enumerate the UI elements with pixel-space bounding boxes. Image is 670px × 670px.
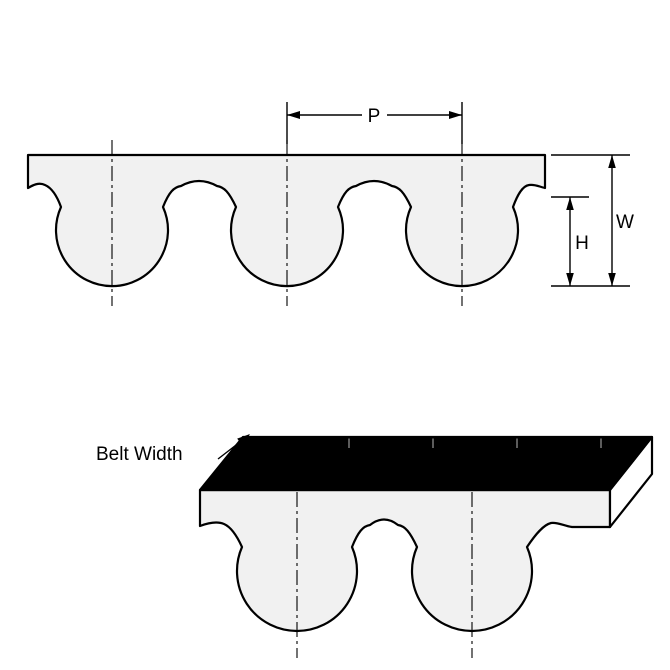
dimension-height: H	[551, 196, 592, 286]
dimension-width: W	[551, 154, 635, 287]
label-backing	[362, 100, 387, 126]
height-label: H	[575, 233, 589, 254]
dimension-pitch: P	[286, 100, 463, 144]
arrowhead-up	[608, 155, 616, 168]
label-backing	[614, 212, 635, 232]
width-label: W	[616, 212, 634, 233]
belt-3d-top-surface	[198, 435, 654, 492]
belt-width-label: Belt Width	[96, 444, 183, 465]
belt-3d-front-face	[198, 488, 612, 632]
arrowhead-down	[566, 273, 574, 286]
arrowhead-left	[287, 111, 300, 119]
belt-width-callout: Belt Width	[96, 434, 250, 465]
arrowhead-up	[566, 197, 574, 210]
arrowhead-down	[608, 273, 616, 286]
pitch-label: P	[368, 106, 381, 127]
label-backing	[574, 232, 592, 252]
belt-profile-top-view: P W H	[26, 100, 635, 306]
belt-width-arrowhead	[237, 434, 250, 446]
arrowhead-right	[449, 111, 462, 119]
top-surface-pitch-marks	[348, 438, 602, 448]
belt-3d-view: Belt Width	[96, 434, 654, 658]
